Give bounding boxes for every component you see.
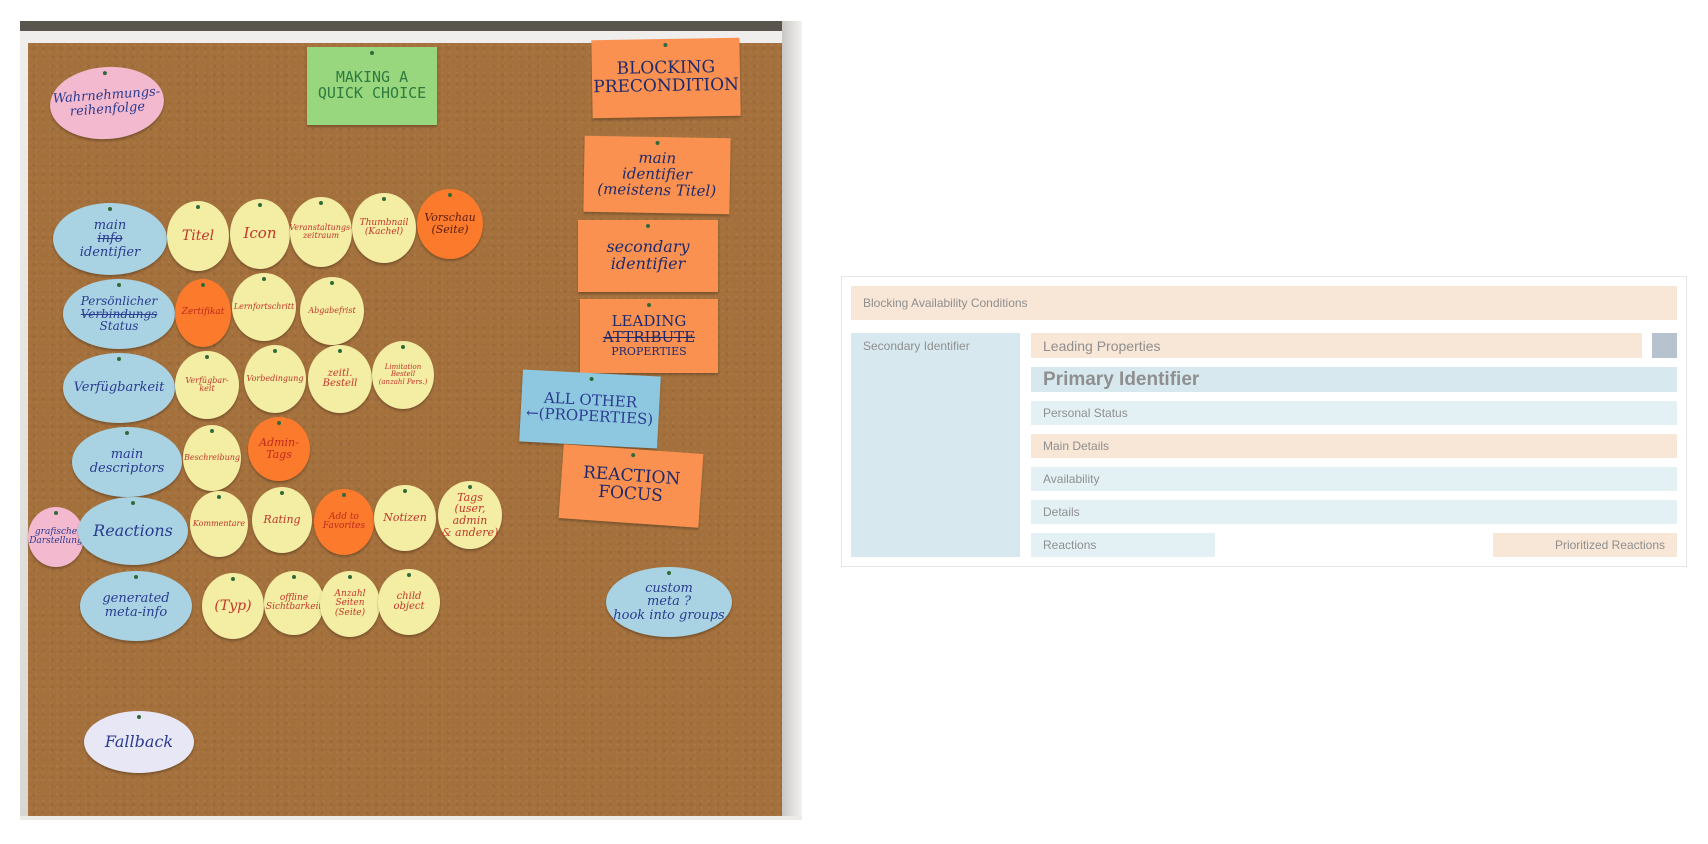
prioritized-reactions-bar: Prioritized Reactions <box>1493 533 1677 557</box>
leading-line2: ATTRIBUTE <box>602 328 696 347</box>
board-edge <box>782 21 802 820</box>
note-abgabefrist: Abgabefrist <box>300 277 364 345</box>
note-kommentare: Kommentare <box>190 491 248 557</box>
note-vorschau: Vorschau (Seite) <box>417 189 483 259</box>
note-child-object: child object <box>378 569 440 635</box>
leading-line1: LEADING <box>611 312 687 331</box>
note-offline: offline Sichtbarkeit <box>264 571 324 635</box>
note-main-descriptors: main descriptors <box>72 427 182 497</box>
note-grafische-darstellung: grafische Darstellung <box>28 507 84 567</box>
reactions-bar: Reactions <box>1031 533 1215 557</box>
personal-status-bar: Personal Status <box>1031 401 1677 425</box>
note-admin-tags: Admin- Tags <box>248 417 310 481</box>
note-anzahl-seiten: Anzahl Seiten (Seite) <box>320 571 380 637</box>
note-lernfortschritt: Lernfortschritt <box>232 273 296 341</box>
note-generated-meta-info: generated meta-info <box>80 571 192 641</box>
note-leading-properties: LEADING ATTRIBUTE PROPERTIES <box>580 299 718 373</box>
persoenlich-line1: Persönlicher <box>80 294 158 309</box>
corkboard-photo: Wahrnehmungs- reihenfolge MAKING A QUICK… <box>20 21 802 820</box>
board-bottom <box>20 816 802 820</box>
layout-wireframe: Blocking Availability Conditions Seconda… <box>841 276 1687 567</box>
note-zeitl-bestell: zeitl. Bestell <box>308 345 372 413</box>
note-reactions: Reactions <box>78 497 188 565</box>
note-blocking-precondition: BLOCKING PRECONDITION <box>591 37 741 119</box>
main-info-line3: identifier <box>79 244 141 260</box>
persoenlich-line2: Verbindungs <box>80 306 158 321</box>
details-bar: Details <box>1031 500 1677 524</box>
note-zertifikat: Zertifikat <box>175 279 231 347</box>
note-icon: Icon <box>230 199 290 269</box>
note-main-identifier: main identifier (meistens Titel) <box>583 135 731 215</box>
note-persoenlicher-status: Persönlicher Verbindungs Status <box>63 279 175 349</box>
availability-bar: Availability <box>1031 467 1677 491</box>
secondary-identifier-column: Secondary Identifier <box>851 333 1020 557</box>
note-typ: (Typ) <box>202 573 264 639</box>
note-thumbnail: Thumbnail (Kachel) <box>352 193 416 263</box>
main-info-line2: info <box>97 231 123 247</box>
note-fallback: Fallback <box>84 711 194 773</box>
leading-properties-badge <box>1652 333 1677 358</box>
note-verfuegbarkeit-sub: Verfügbar- keit <box>175 351 239 419</box>
note-secondary-identifier: secondary identifier <box>578 220 718 292</box>
note-reaction-focus: REACTION FOCUS <box>558 444 704 528</box>
note-beschreibung: Beschreibung <box>183 425 241 491</box>
note-vorbedingung: Vorbedingung <box>244 345 306 413</box>
primary-identifier-bar: Primary Identifier <box>1031 367 1677 392</box>
note-add-to-favorites: Add to Favorites <box>314 489 374 555</box>
note-main-info-identifier: main info identifier <box>53 203 167 275</box>
main-info-line1: main <box>93 217 127 233</box>
leading-properties-bar: Leading Properties <box>1031 333 1642 358</box>
note-tags: Tags (user, admin & andere) <box>438 481 502 549</box>
blocking-availability-bar: Blocking Availability Conditions <box>851 286 1677 320</box>
note-rating: Rating <box>252 487 312 553</box>
note-all-other-properties: ALL OTHER ←(PROPERTIES) <box>519 369 661 449</box>
persoenlich-line3: Status <box>99 319 139 334</box>
note-limitation-bestell: Limitation Bestell (anzahl Pers.) <box>372 341 434 409</box>
note-making-quick-choice: MAKING A QUICK CHOICE <box>307 47 437 125</box>
note-custom-meta: custom meta ? hook into groups <box>606 567 732 637</box>
note-verfuegbarkeit: Verfügbarkeit <box>63 353 175 423</box>
note-titel: Titel <box>167 201 229 271</box>
note-notizen: Notizen <box>374 485 436 551</box>
note-veranstaltungszeitraum: Veranstaltungs- zeitraum <box>289 197 353 267</box>
main-details-bar: Main Details <box>1031 434 1677 458</box>
leading-line3: PROPERTIES <box>611 344 687 358</box>
